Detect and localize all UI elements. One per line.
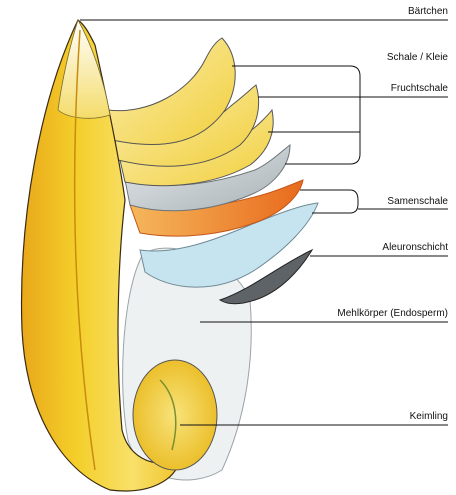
bracket-schale — [285, 66, 360, 164]
label-mehlkoerper: Mehlkörper (Endosperm) — [337, 308, 448, 320]
label-schale-kleie: Schale / Kleie — [387, 52, 448, 64]
label-samenschale: Samenschale — [387, 196, 448, 208]
label-fruchtschale: Fruchtschale — [391, 83, 448, 95]
label-keimling: Keimling — [410, 411, 448, 423]
husk-tip — [58, 20, 110, 118]
bracket-samenschale — [312, 190, 358, 213]
label-aleuronschicht: Aleuronschicht — [382, 242, 448, 254]
label-baertchen: Bärtchen — [408, 6, 448, 18]
